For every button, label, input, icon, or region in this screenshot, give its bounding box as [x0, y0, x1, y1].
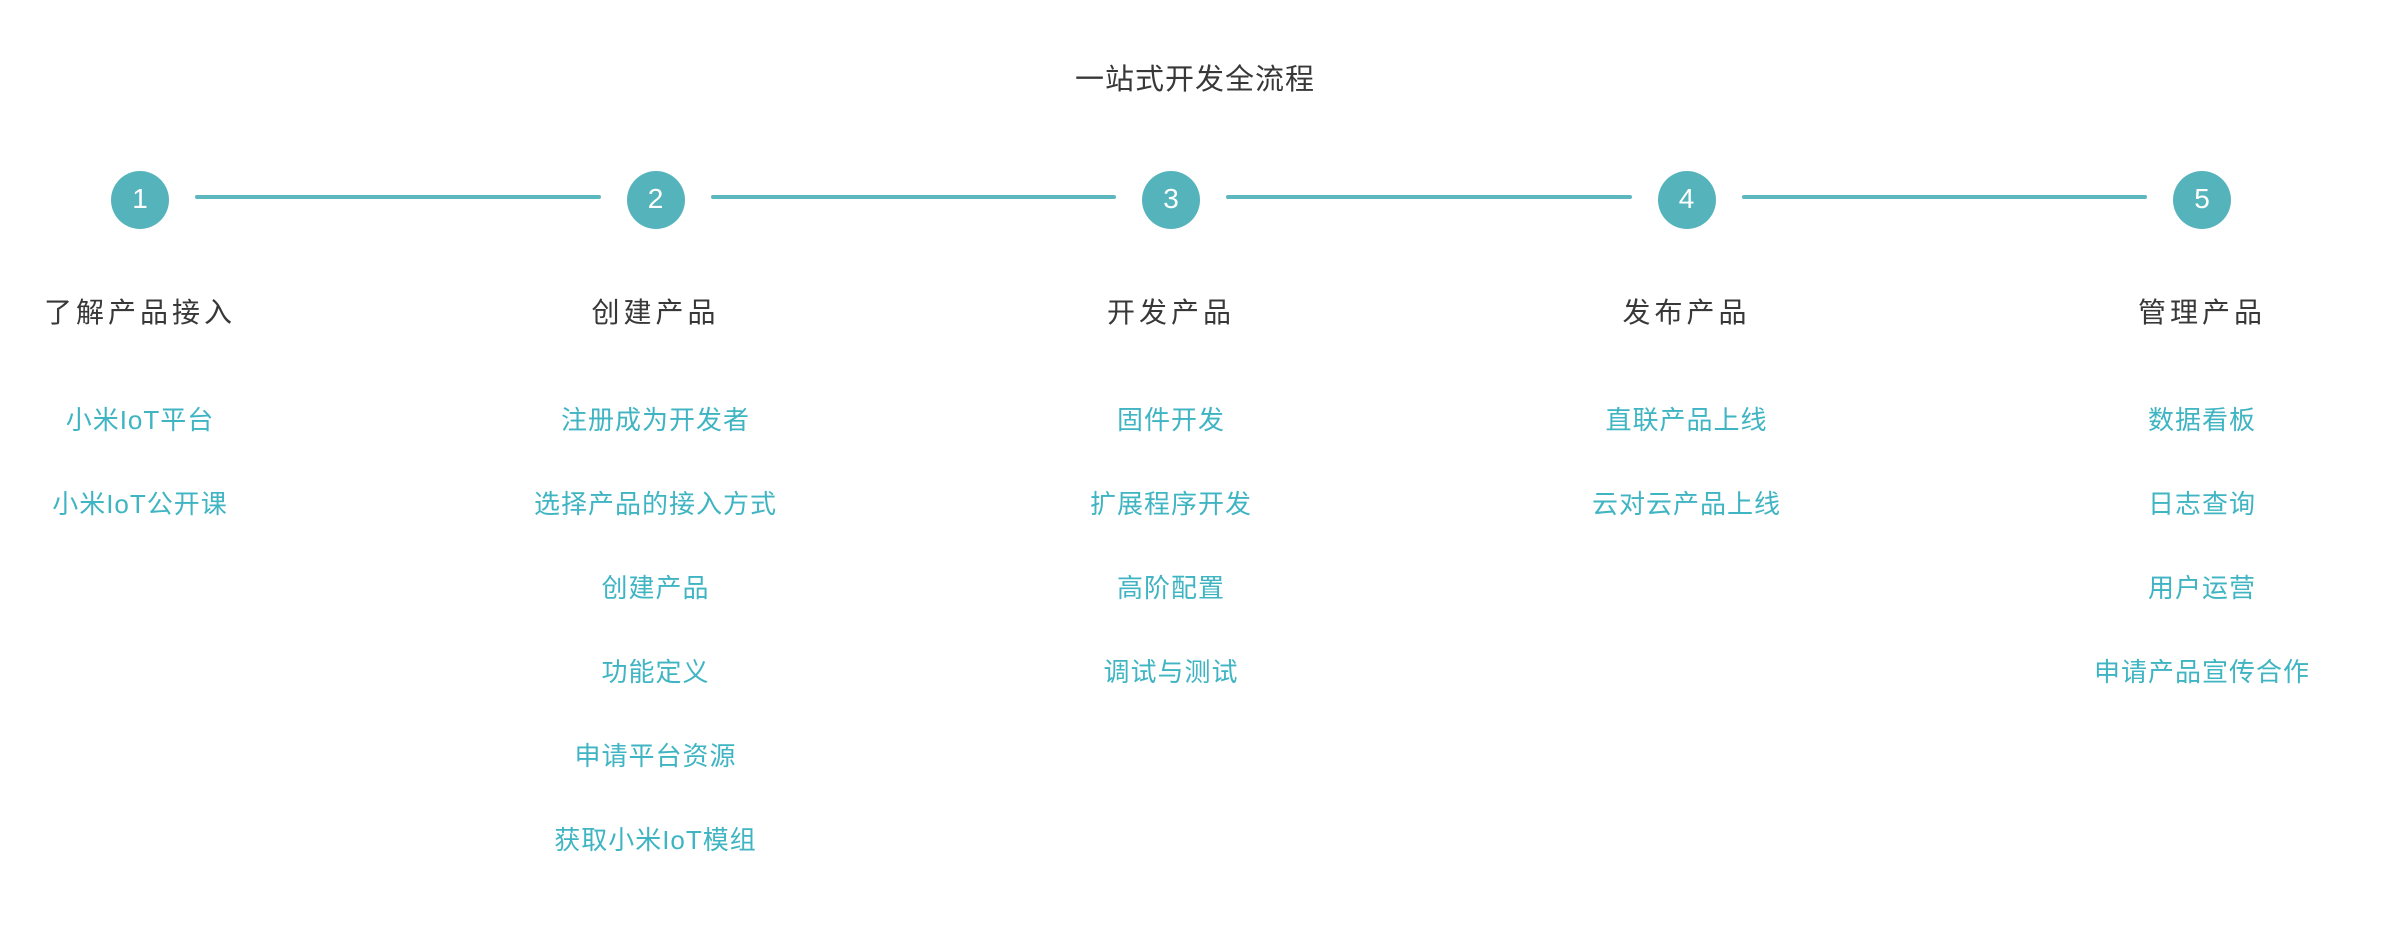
step-link[interactable]: 申请产品宣传合作 [2093, 657, 2310, 687]
step-link[interactable]: 直联产品上线 [1605, 405, 1768, 435]
step-column-1: 了解产品接入小米IoT平台小米IoT公开课 [0, 0, 380, 940]
step-title: 发布产品 [1622, 297, 1751, 328]
step-link[interactable]: 获取小米IoT模组 [554, 825, 757, 855]
step-link[interactable]: 日志查询 [2147, 489, 2256, 519]
step-link[interactable]: 小米IoT平台 [65, 405, 215, 435]
step-link[interactable]: 申请平台资源 [574, 741, 737, 771]
step-link[interactable]: 用户运营 [2147, 573, 2256, 603]
step-column-4: 发布产品直联产品上线云对云产品上线 [1447, 0, 1927, 940]
step-link[interactable]: 注册成为开发者 [560, 405, 750, 435]
step-circle-3: 3 [1142, 171, 1200, 229]
step-link[interactable]: 选择产品的接入方式 [533, 489, 777, 519]
step-circle-5: 5 [2173, 171, 2231, 229]
step-column-3: 开发产品固件开发扩展程序开发高阶配置调试与测试 [931, 0, 1411, 940]
step-link[interactable]: 功能定义 [601, 657, 710, 687]
step-title: 创建产品 [591, 297, 720, 328]
connector-line [1741, 195, 2147, 199]
step-link[interactable]: 调试与测试 [1103, 657, 1239, 687]
step-link[interactable]: 云对云产品上线 [1591, 489, 1781, 519]
step-number: 4 [1678, 183, 1695, 214]
connector-line [710, 195, 1116, 199]
step-link[interactable]: 固件开发 [1116, 405, 1225, 435]
step-link[interactable]: 创建产品 [601, 573, 710, 603]
page-title: 一站式开发全流程 [1074, 64, 1315, 96]
step-number: 2 [647, 183, 664, 214]
step-number: 3 [1163, 183, 1179, 214]
step-title: 管理产品 [2137, 297, 2266, 328]
step-link[interactable]: 数据看板 [2147, 405, 2256, 435]
step-link[interactable]: 小米IoT公开课 [52, 489, 228, 519]
connector-line [195, 195, 601, 199]
step-column-2: 创建产品注册成为开发者选择产品的接入方式创建产品功能定义申请平台资源获取小米Io… [416, 0, 896, 940]
step-title: 开发产品 [1106, 297, 1235, 328]
step-circle-2: 2 [626, 171, 685, 229]
step-link[interactable]: 扩展程序开发 [1089, 489, 1252, 519]
step-circle-1: 1 [111, 171, 169, 229]
step-column-5: 管理产品数据看板日志查询用户运营申请产品宣传合作 [1962, 0, 2390, 940]
step-title: 了解产品接入 [43, 297, 236, 328]
connector-line [1226, 195, 1632, 199]
step-link[interactable]: 高阶配置 [1116, 573, 1225, 603]
step-circle-4: 4 [1657, 171, 1716, 229]
step-number: 1 [132, 183, 148, 214]
step-number: 5 [2194, 183, 2210, 214]
